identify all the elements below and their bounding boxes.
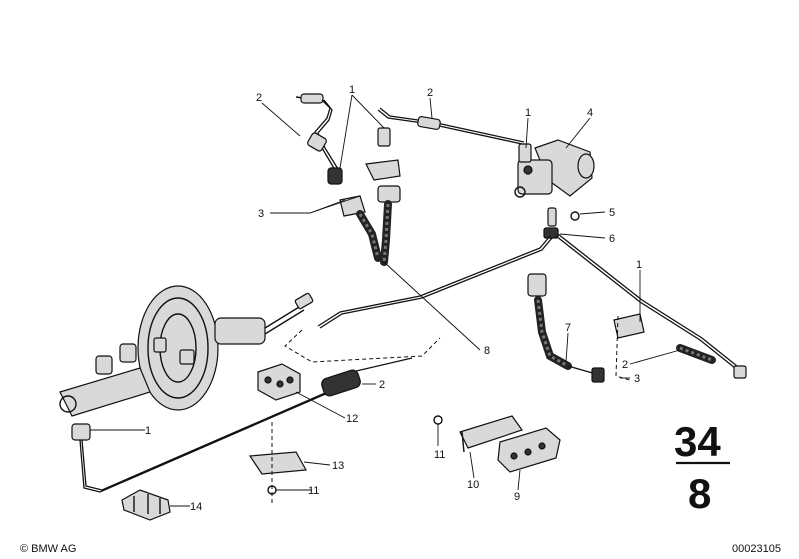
callout-2-middle: 2 [379,379,385,391]
group-number-top: 34 [674,418,721,465]
top-left-pipe-assembly [295,93,525,266]
long-pipes [284,233,747,383]
callout-8: 8 [484,345,490,357]
callout-2-top-middle: 2 [427,87,433,99]
callout-1-top-left: 1 [349,84,355,96]
group-number: 34 8 [674,418,730,517]
copyright-text: © BMW AG [20,543,76,555]
drawing-id: 00023105 [732,543,781,555]
brake-booster-assembly [59,285,413,493]
callout-1-left: 1 [145,425,151,437]
callout-11-left: 11 [308,485,319,497]
callout-9: 9 [514,491,520,503]
callout-labels: 2 1 2 1 4 3 5 6 1 8 7 2 3 2 12 1 11 10 9… [145,84,642,513]
distributor-assembly [514,139,595,239]
callout-14: 14 [190,501,202,513]
clip-14 [121,489,171,521]
callout-11-right: 11 [434,449,445,461]
callout-13: 13 [332,460,344,472]
callout-3-left: 3 [258,208,264,220]
callout-6: 6 [609,233,615,245]
pipe-holder-12 [257,363,301,401]
callout-7: 7 [565,322,571,334]
callout-1-right: 1 [636,259,642,271]
callout-10: 10 [467,479,479,491]
leader-lines [90,94,681,507]
bracket-13 [248,422,307,504]
bracket-clip-9-10 [433,415,561,473]
callout-4: 4 [587,107,593,119]
callout-2-top-left: 2 [256,92,262,104]
callout-5: 5 [609,207,615,219]
group-number-bottom: 8 [688,470,711,517]
callout-1-top-right: 1 [525,107,531,119]
callout-2-right: 2 [622,359,628,371]
callout-3-right: 3 [634,373,640,385]
callout-12: 12 [346,413,358,425]
